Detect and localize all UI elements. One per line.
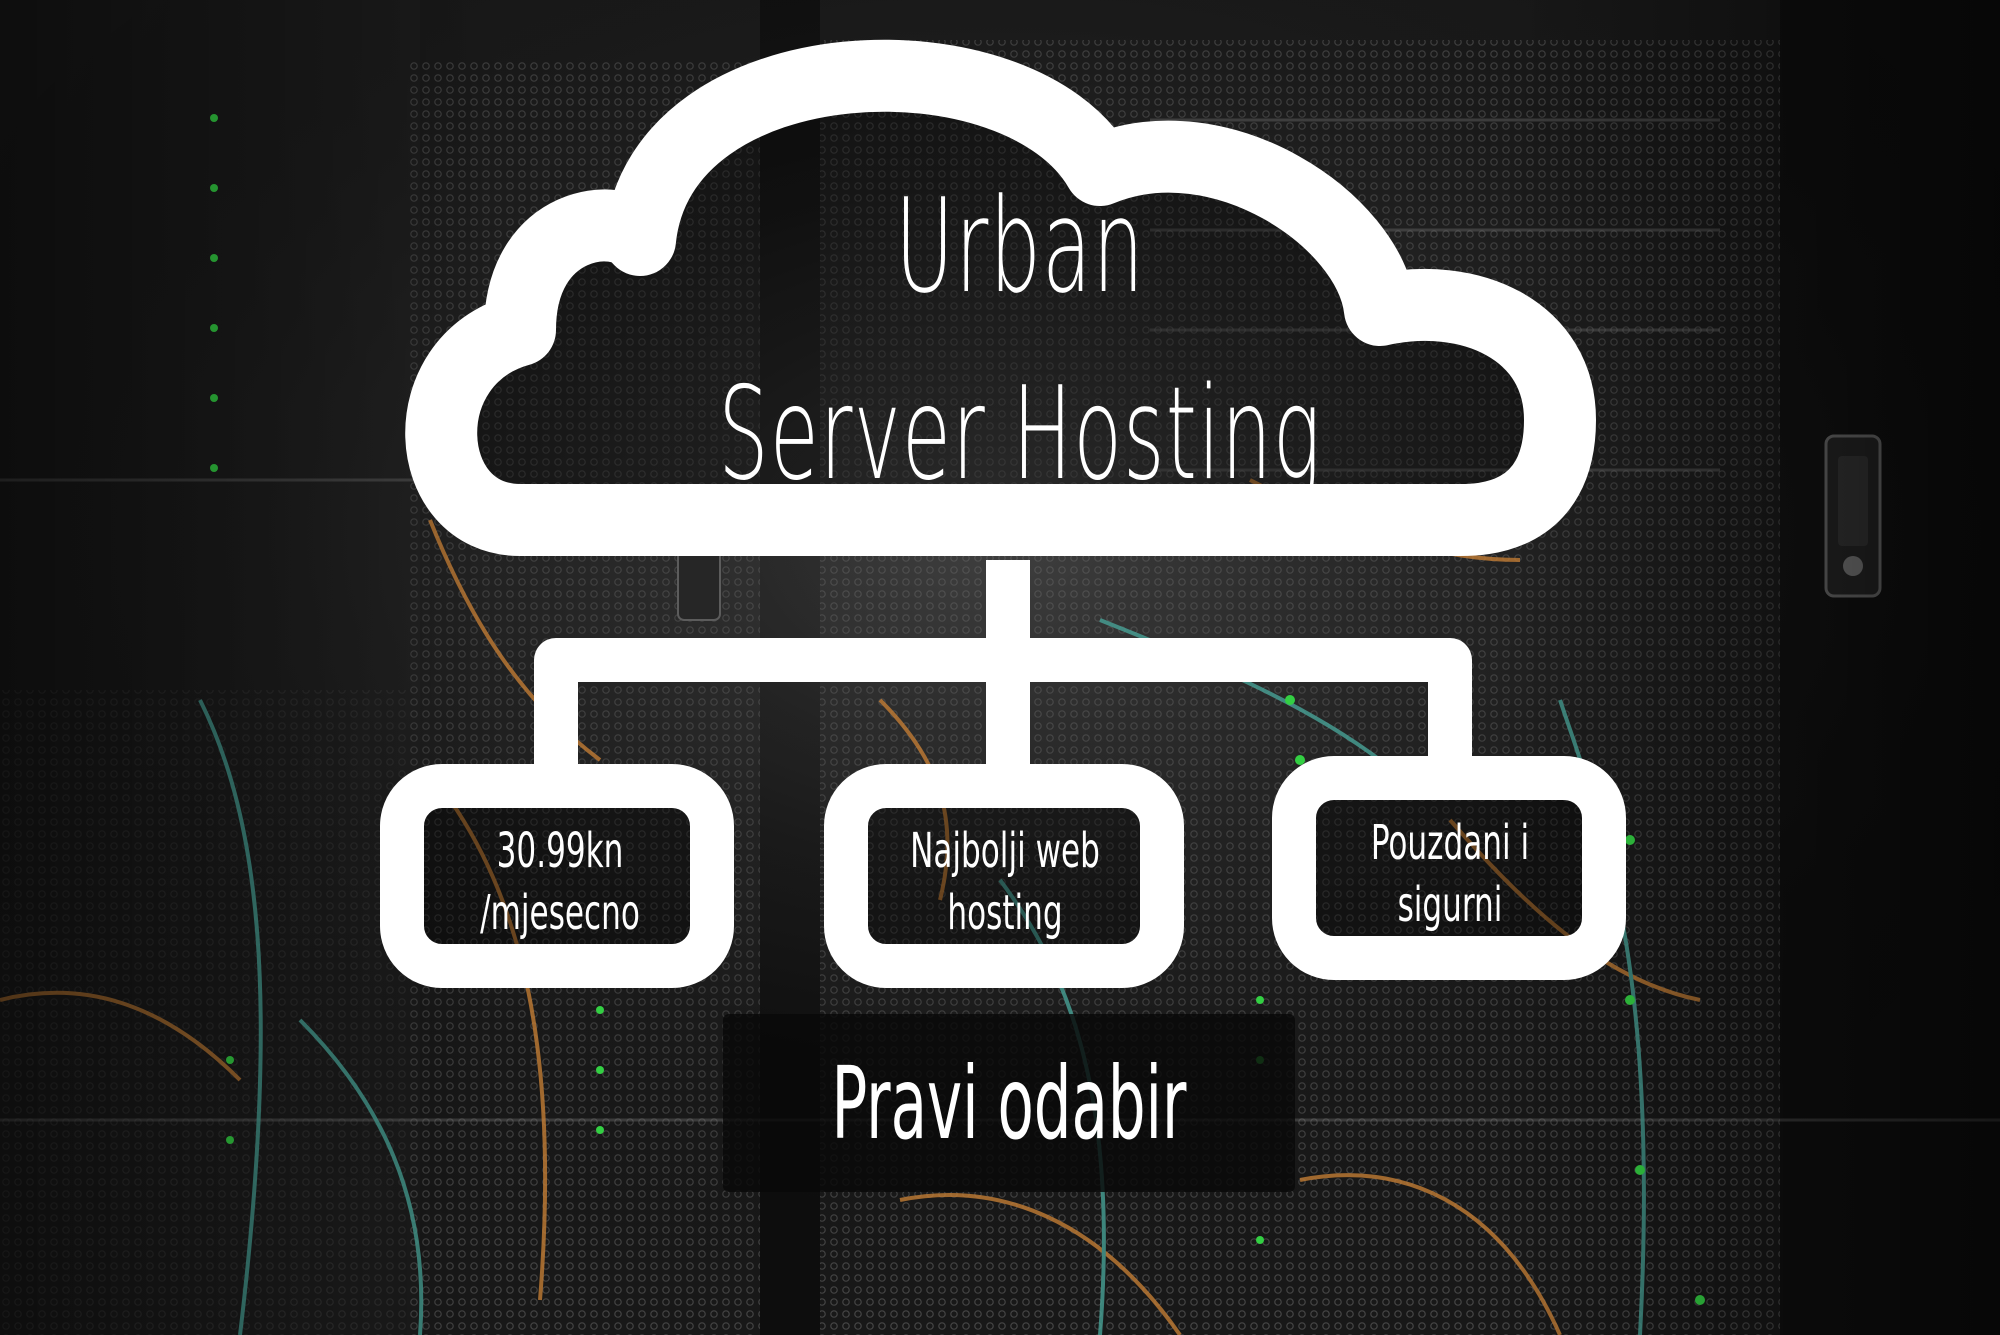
cloud-outline (405, 39, 1596, 556)
feature-best-hosting: Najbolji web hosting (910, 823, 1100, 941)
feature-price: 30.99kn /mjesecno (480, 823, 640, 941)
feature-boxes (380, 756, 1626, 988)
connector-lines (534, 560, 1472, 790)
feature-box-2 (824, 764, 1184, 988)
feature-reliable: Pouzdani i sigurni (1370, 815, 1530, 933)
title-line-1: Urban (895, 170, 1145, 322)
title-line-2: Server Hosting (718, 360, 1322, 509)
cta-panel (723, 1014, 1295, 1192)
feature-box-1 (380, 764, 734, 988)
feature-box-3 (1272, 756, 1626, 980)
cta-text: Pravi odabir (831, 1045, 1187, 1162)
cloud-shape-fill (441, 75, 1560, 521)
